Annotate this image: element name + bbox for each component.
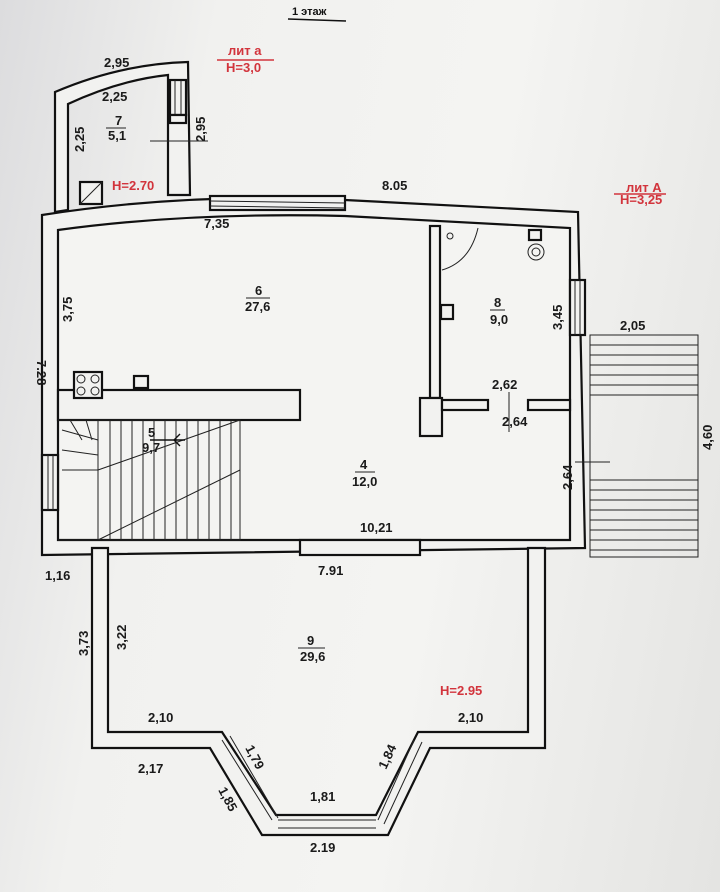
room-9-label: 9 29,6 H=2.95 [298, 633, 482, 698]
lit-annex-name: лит а [228, 43, 262, 58]
svg-text:2,10: 2,10 [148, 710, 173, 725]
svg-text:2,64: 2,64 [560, 464, 575, 490]
svg-text:6: 6 [255, 283, 262, 298]
lit-annex-height: H=3,0 [226, 60, 261, 75]
bay-room-walls [90, 546, 547, 837]
svg-text:9,0: 9,0 [490, 312, 508, 327]
svg-text:2,17: 2,17 [138, 761, 163, 776]
title-underline [287, 18, 347, 22]
svg-text:12,0: 12,0 [352, 474, 377, 489]
room-7-height: H=2.70 [112, 178, 154, 193]
svg-text:1,84: 1,84 [375, 741, 400, 771]
lit-main-name: лит А [626, 180, 662, 195]
room-4-label: 4 12,0 [352, 457, 377, 489]
svg-text:10,21: 10,21 [360, 520, 393, 535]
svg-text:5,1: 5,1 [108, 128, 126, 143]
room-6-label: 6 27,6 [245, 283, 270, 314]
svg-text:9,7: 9,7 [142, 440, 160, 455]
dimension-labels: 2,95 2,25 2,25 2,95 7,35 8.05 3,75 7.28 … [34, 55, 715, 855]
svg-text:2,10: 2,10 [458, 710, 483, 725]
left-window [40, 453, 60, 512]
svg-text:8.05: 8.05 [382, 178, 407, 193]
room-8-label: 8 9,0 [490, 295, 508, 327]
svg-text:29,6: 29,6 [300, 649, 325, 664]
svg-text:3,22: 3,22 [114, 625, 129, 650]
right-window [568, 278, 587, 337]
door-swing [441, 227, 479, 271]
room-7-label: 7 5,1 H=2.70 [106, 113, 154, 193]
svg-text:2,05: 2,05 [620, 318, 645, 333]
svg-text:5: 5 [148, 425, 155, 440]
staircase [58, 419, 241, 541]
svg-text:8: 8 [494, 295, 501, 310]
svg-text:7.28: 7.28 [34, 360, 49, 385]
svg-text:2,62: 2,62 [492, 377, 517, 392]
svg-text:1,81: 1,81 [310, 789, 335, 804]
floor-title: 1 этаж [292, 6, 327, 18]
cooktop-icon [72, 370, 104, 400]
toilet-icon [527, 228, 543, 242]
svg-text:1,16: 1,16 [45, 568, 70, 583]
kitchen-sink-icon [132, 374, 150, 390]
drain-icon [446, 232, 454, 240]
svg-text:7,35: 7,35 [204, 216, 229, 231]
svg-text:3,73: 3,73 [76, 631, 91, 656]
svg-text:2,25: 2,25 [102, 89, 127, 104]
annex-window [168, 78, 188, 117]
porch [575, 334, 699, 558]
svg-text:7: 7 [115, 113, 122, 128]
svg-text:3,45: 3,45 [550, 305, 565, 330]
sink-icon [439, 303, 455, 321]
annex-walls [53, 60, 192, 214]
svg-text:2,25: 2,25 [72, 127, 87, 152]
svg-text:2,95: 2,95 [104, 55, 129, 70]
bottom-opening [298, 538, 422, 557]
svg-text:4,60: 4,60 [700, 425, 715, 450]
svg-text:2.19: 2.19 [310, 840, 335, 855]
room-9-height: H=2.95 [440, 683, 482, 698]
svg-text:27,6: 27,6 [245, 299, 270, 314]
room-5-label: 5 9,7 [142, 425, 160, 455]
svg-text:2,64: 2,64 [502, 414, 528, 429]
svg-text:9: 9 [307, 633, 314, 648]
main-walls [40, 194, 587, 557]
lit-main-height: H=3,25 [620, 192, 662, 207]
svg-text:4: 4 [360, 457, 368, 472]
svg-text:3,75: 3,75 [60, 297, 75, 322]
svg-text:2,95: 2,95 [193, 117, 208, 142]
svg-text:7.91: 7.91 [318, 563, 343, 578]
